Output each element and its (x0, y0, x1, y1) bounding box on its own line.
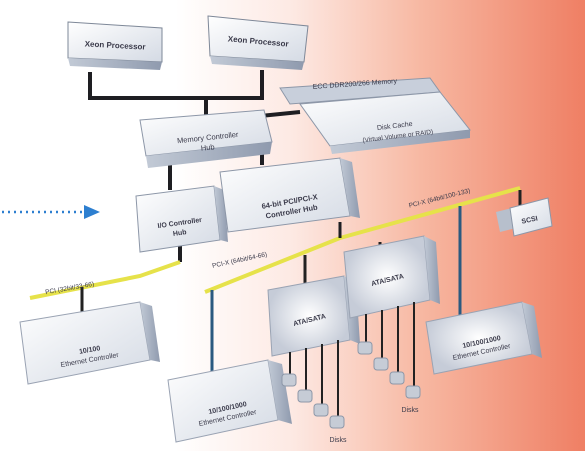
ethernet-controller-2: 10/100/1000 Ethernet Controller (167, 359, 292, 443)
disks1-label: Disks (329, 437, 347, 444)
cpu-1-label: Xeon Processor (84, 39, 145, 51)
scsi-card: SCSI (496, 197, 553, 237)
disks2-label: Disks (401, 407, 419, 414)
scsi-label: SCSI (521, 215, 538, 225)
ethernet-controller-1: 10/100 Ethernet Controller (19, 301, 160, 385)
memory-controller-hub: Memory Controller Hub (139, 109, 273, 168)
sata-controller-1: ATA/SATA (267, 275, 360, 357)
cpu-box-2: Xeon Processor (207, 15, 309, 70)
disks-group-1: Disks (281, 340, 347, 444)
ethernet-controller-3: 10/100/1000 Ethernet Controller (425, 301, 542, 375)
io-controller-hub: I/O Controller Hub (135, 185, 228, 253)
eth1-label-1: 10/100 (79, 345, 101, 356)
pci-32-label: PCI (32bit/33-66) (45, 281, 95, 296)
disk-cache: Disk Cache (Virtual Volume or RAID) (299, 91, 471, 154)
mch-label-2: Hub (200, 142, 215, 152)
disk-cache-label: Disk Cache (377, 121, 413, 132)
pci-controller-hub: 64-bit PCI/PCI-X Controller Hub (219, 157, 360, 233)
cpu-box-1: Xeon Processor (67, 21, 163, 70)
pci-x-b-label: PCI-X (64bit/100-133) (408, 187, 471, 209)
dotted-arrow (2, 205, 100, 219)
sata-controller-2: ATA/SATA (343, 235, 440, 319)
pci-buses (29, 186, 521, 300)
pci-x-a-label: PCI-X (64bit/64-66) (212, 251, 268, 269)
disks-group-2: Disks (357, 302, 421, 414)
ioh-label-2: Hub (173, 229, 187, 238)
